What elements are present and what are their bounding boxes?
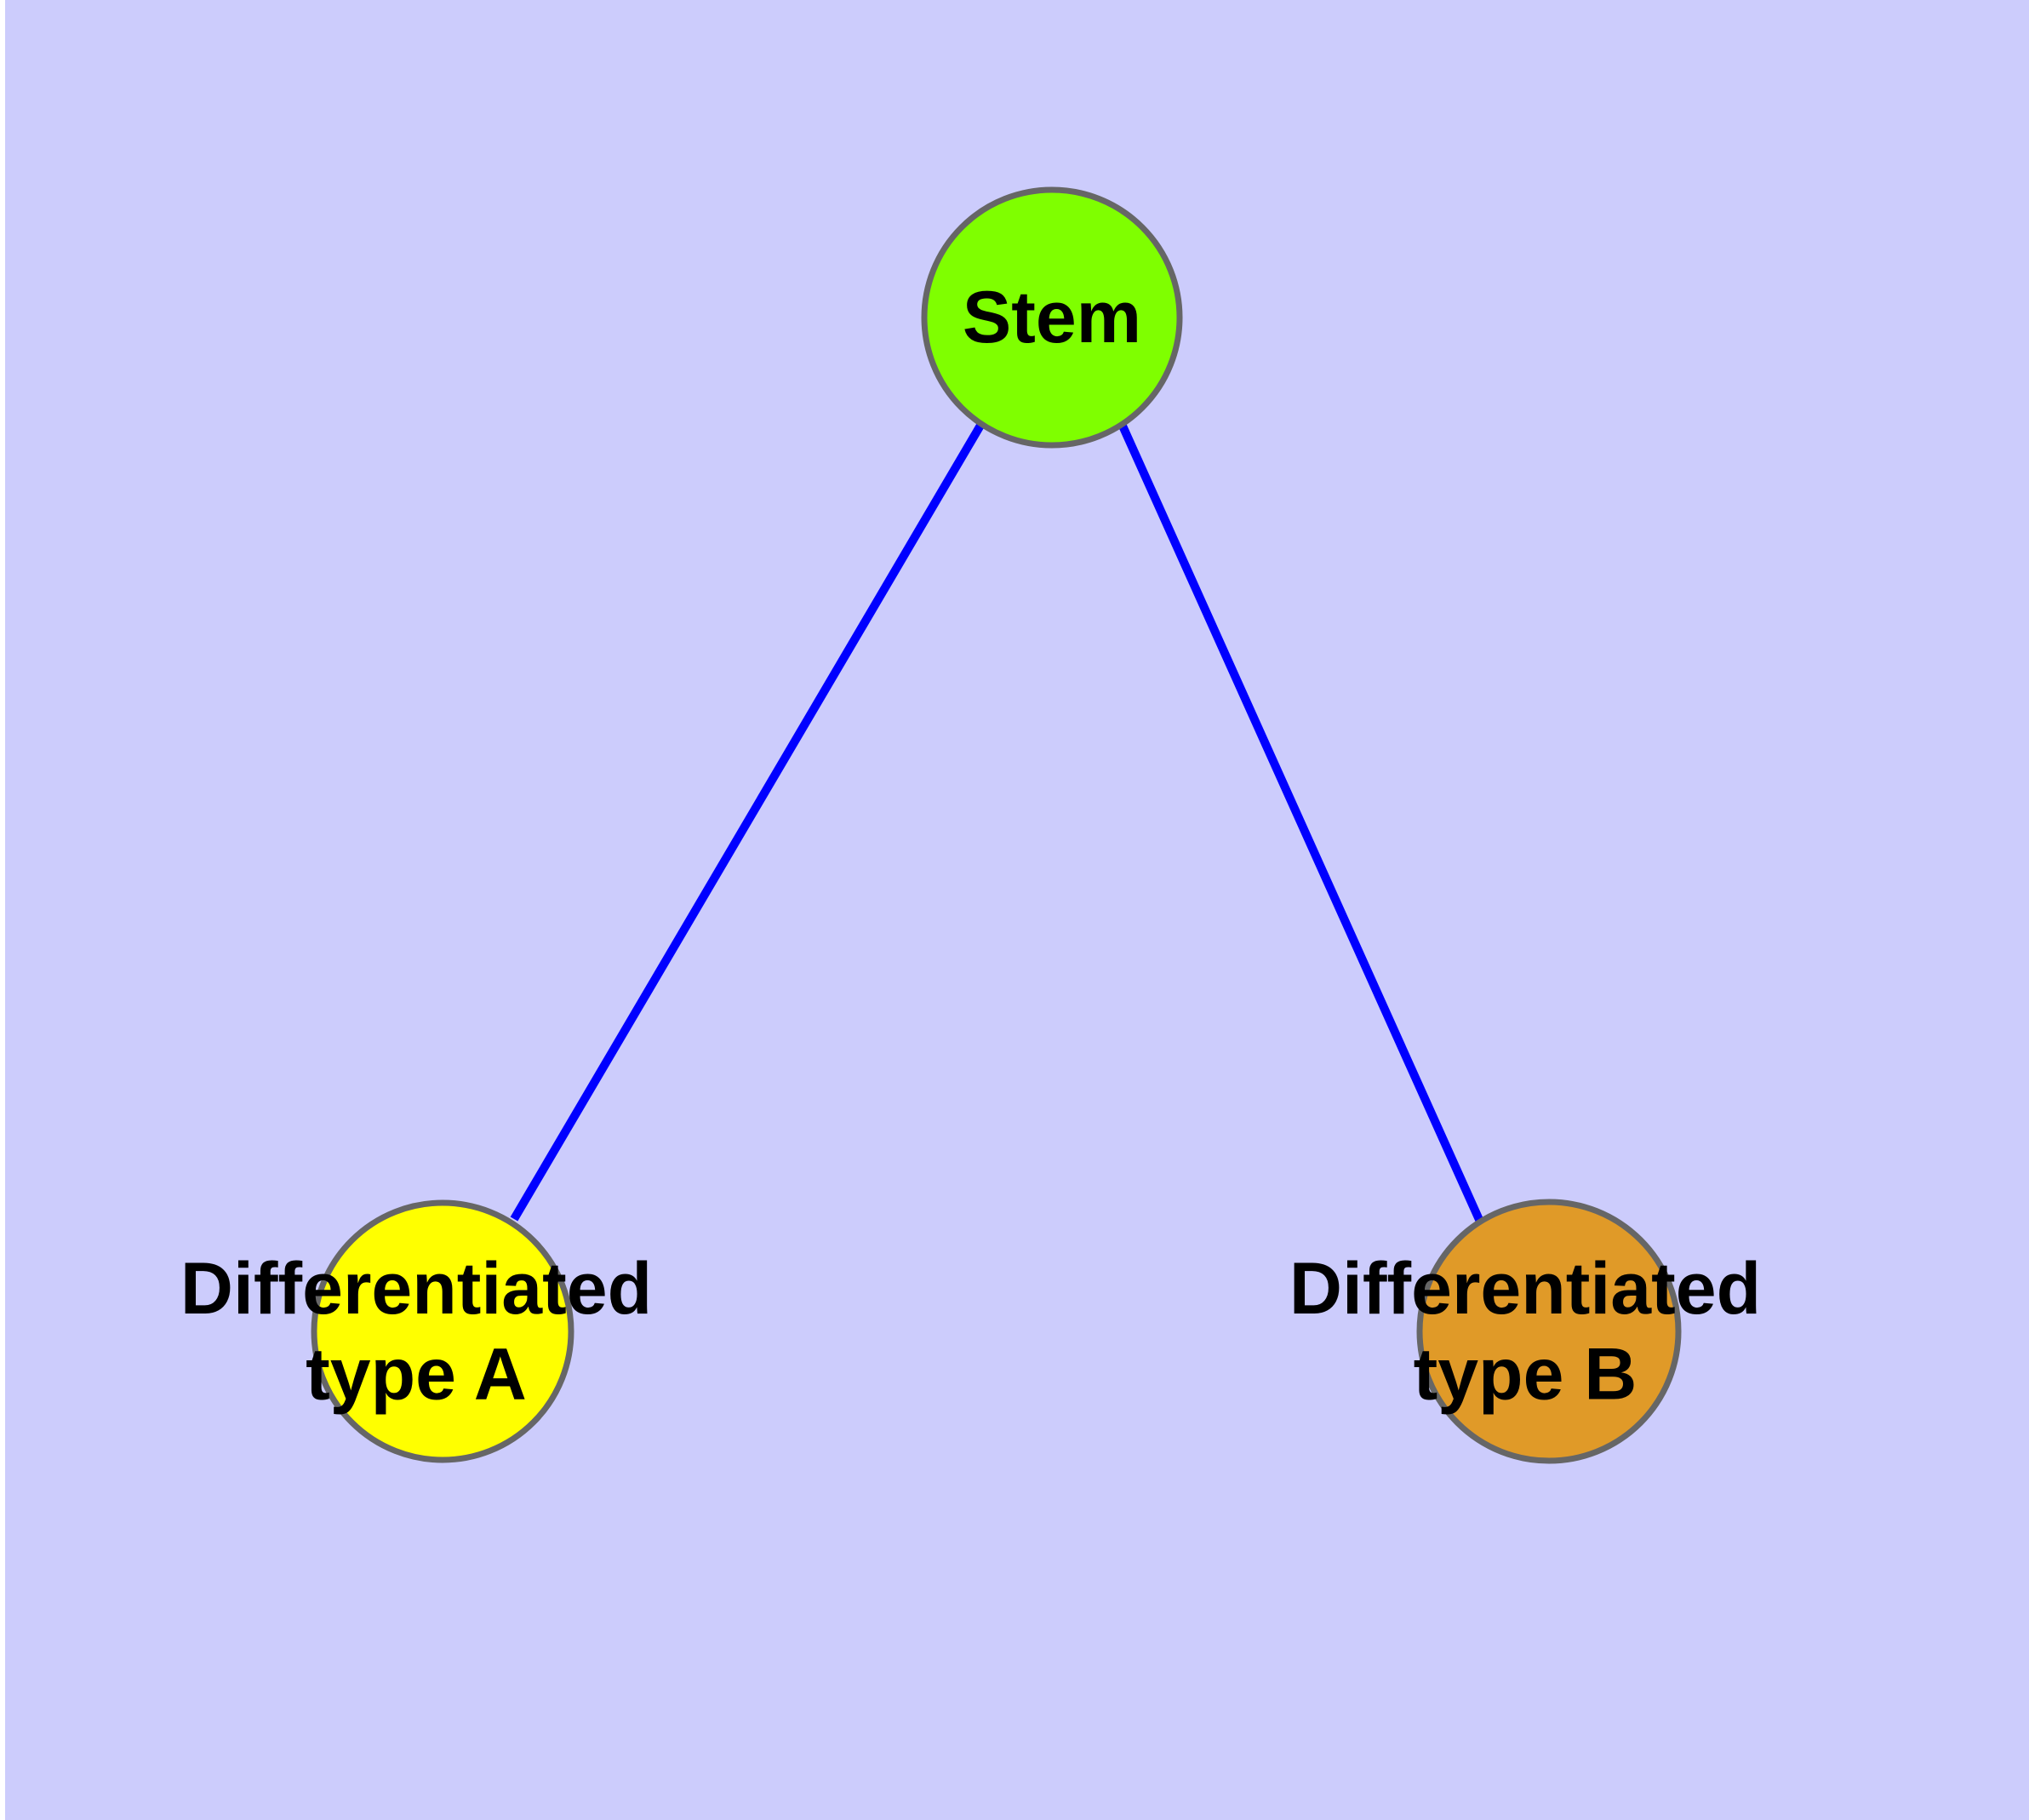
node-diff-a-circle[interactable] [311,1199,574,1463]
label-line: type B [1414,1334,1637,1416]
label-line: Differentiated [180,1248,652,1330]
label-line: Stem [963,277,1141,358]
label-line: type A [306,1334,527,1416]
node-stem-label: Stem [963,277,1141,358]
edge-layer [510,421,1484,1224]
label-line: Differentiated [1289,1248,1761,1330]
node-layer [311,186,1682,1464]
node-stem-circle[interactable] [921,186,1183,449]
edge-stem-to-diff-a[interactable] [510,421,986,1222]
node-diff-b[interactable] [1416,1199,1682,1464]
edge-stem-to-diff-b[interactable] [1117,421,1484,1224]
node-diff-b-circle[interactable] [1416,1199,1682,1464]
node-stem[interactable] [921,186,1183,449]
node-diff-a[interactable] [311,1199,574,1463]
